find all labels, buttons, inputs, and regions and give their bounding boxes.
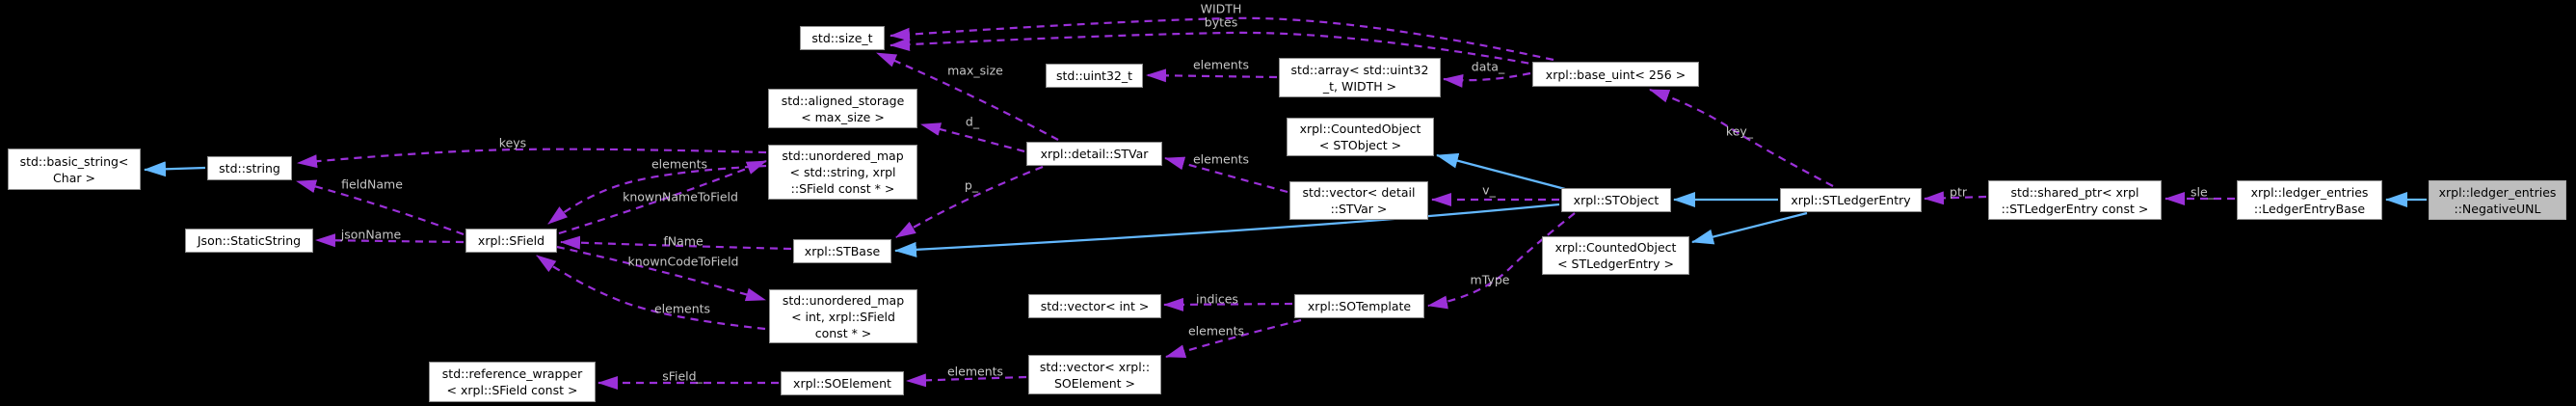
node-xrpl-countedobject-stobject[interactable]: xrpl::CountedObject< STObject > <box>1287 118 1434 156</box>
node-label-line: std::vector< int > <box>1040 299 1150 313</box>
edge-sfield-string-fieldname <box>296 179 465 236</box>
node-label-line: Json::StaticString <box>197 233 302 248</box>
node-label-line: std::array< std::uint32 <box>1290 62 1429 77</box>
node-label-line: xrpl::SOTemplate <box>1307 299 1412 313</box>
node-label-line: std::unordered_map <box>782 149 904 163</box>
node-xrpl-ledger-entries-negativeunl[interactable]: xrpl::ledger_entries::NegativeUNL <box>2429 180 2566 220</box>
edge-stvar-stbase-p <box>895 165 1044 238</box>
edge-baseuint-sizet-bytes <box>890 31 1543 68</box>
node-xrpl-base-uint-256[interactable]: xrpl::base_uint< 256 > <box>1532 62 1699 87</box>
node-label-line: xrpl::CountedObject <box>1554 240 1677 255</box>
node-label-line: std::vector< xrpl:: <box>1039 359 1151 374</box>
node-label-line: ::STVar > <box>1330 202 1388 216</box>
node-label-line: < max_size > <box>801 109 885 124</box>
edge-sfield-staticstring-jsonname <box>315 233 465 248</box>
node-label-line: xrpl::base_uint< 256 > <box>1545 67 1686 82</box>
edge-umapint-sfield-elements <box>536 255 766 331</box>
edge-stledgerentry-countedstle-inherit <box>1691 211 1808 245</box>
edge-stvar-sizet-maxsize <box>876 51 1059 141</box>
node-std-reference-wrapper[interactable]: std::reference_wrapper< xrpl::SField con… <box>429 362 596 402</box>
edge-vecstvar-stvar-elements <box>1164 156 1288 194</box>
edge-stobject-countedstobject-inherit <box>1436 152 1566 191</box>
node-xrpl-countedobject-stledgerentry[interactable]: xrpl::CountedObject< STLedgerEntry > <box>1542 236 1689 275</box>
node-label-line: xrpl::STObject <box>1573 193 1660 207</box>
node-std-unordered-map-string[interactable]: std::unordered_map< std::string, xrpl::S… <box>768 145 917 200</box>
edge-sfield-umapstr-knownnametofield <box>558 159 767 235</box>
node-label-line: < xrpl::SField const > <box>446 383 578 397</box>
edge-stbase-sfield-fname <box>560 235 792 251</box>
edge-stledgerentry-baseuint-key <box>1649 88 1834 187</box>
node-label-line: std::unordered_map <box>782 292 905 308</box>
edge-stobject-stbase-inherit <box>894 203 1560 257</box>
edge-umapstr-string-keys <box>297 148 767 169</box>
node-label-line: std::reference_wrapper <box>441 366 583 381</box>
node-label-line: xrpl::SField <box>477 233 545 248</box>
node-label-line: < int, xrpl::SField <box>791 309 895 324</box>
node-label-line: xrpl::STLedgerEntry <box>1791 193 1911 207</box>
node-label-line: xrpl::CountedObject <box>1299 122 1421 136</box>
node-label-line: ::STLedgerEntry const > <box>2001 201 2149 216</box>
node-xrpl-stledgerentry[interactable]: xrpl::STLedgerEntry <box>1780 188 1922 212</box>
node-std-vector-int[interactable]: std::vector< int > <box>1028 294 1161 318</box>
node-label-line: xrpl::SOElement <box>793 376 891 391</box>
node-xrpl-sotemplate[interactable]: xrpl::SOTemplate <box>1294 294 1424 318</box>
node-label-line: < std::string, xrpl <box>789 165 896 179</box>
edge-sotemplate-vecsoel-elements <box>1165 318 1302 359</box>
node-std-shared-ptr-stledgerentry[interactable]: std::shared_ptr< xrpl::STLedgerEntry con… <box>1988 180 2162 220</box>
node-label-line: xrpl::STBase <box>804 244 881 258</box>
node-std-aligned-storage[interactable]: std::aligned_storage< max_size > <box>768 89 917 128</box>
node-xrpl-detail-stvar[interactable]: xrpl::detail::STVar <box>1026 142 1162 166</box>
node-label-line: < STObject > <box>1318 138 1402 152</box>
node-std-basic-string[interactable]: std::basic_string<Char > <box>8 149 141 190</box>
edge-sotemplate-vecint-indices <box>1163 297 1293 311</box>
node-xrpl-stbase[interactable]: xrpl::STBase <box>793 239 891 263</box>
node-json-staticstring[interactable]: Json::StaticString <box>185 229 313 253</box>
node-label-line: std::uint32_t <box>1055 68 1133 83</box>
node-label-line: SOElement > <box>1054 375 1135 391</box>
edge-baseuint-sizet-width <box>890 16 1554 62</box>
edge-vecsoel-soelement-elements <box>906 373 1027 388</box>
edge-array-uint32-elements <box>1146 68 1278 83</box>
node-label-line: xrpl::ledger_entries <box>2250 184 2369 200</box>
node-std-string[interactable]: std::string <box>207 156 292 180</box>
node-xrpl-sfield[interactable]: xrpl::SField <box>465 229 557 253</box>
node-label-line: std::vector< detail <box>1302 185 1416 200</box>
node-label-line: ::NegativeUNL <box>2454 201 2541 216</box>
node-label-line: xrpl::detail::STVar <box>1040 147 1149 161</box>
node-label-line: ::LedgerEntryBase <box>2253 201 2366 216</box>
edge-stvar-alignedstorage-d <box>920 122 1025 153</box>
node-label-line: std::size_t <box>811 31 873 45</box>
node-label-line: std::shared_ptr< xrpl <box>2010 184 2139 200</box>
node-label-line: std::aligned_storage <box>781 93 905 108</box>
node-std-vector-soelement[interactable]: std::vector< xrpl::SOElement > <box>1028 355 1161 394</box>
node-xrpl-ledger-entries-ledgerentrybase[interactable]: xrpl::ledger_entries::LedgerEntryBase <box>2237 180 2382 220</box>
node-label-line: std::basic_string< <box>19 153 129 169</box>
edge-umapstr-sfield-elements <box>547 164 767 225</box>
node-label-line: ::SField const * > <box>790 181 895 196</box>
node-label-line: Char > <box>53 170 95 185</box>
node-xrpl-soelement[interactable]: xrpl::SOElement <box>781 371 904 395</box>
edge-baseuint-array-data <box>1443 71 1531 88</box>
node-label-line: _t, WIDTH > <box>1322 78 1397 94</box>
node-std-uint32-t[interactable]: std::uint32_t <box>1046 64 1143 88</box>
node-std-array-uint32-width[interactable]: std::array< std::uint32_t, WIDTH > <box>1279 58 1441 97</box>
node-label-line: xrpl::ledger_entries <box>2438 184 2557 200</box>
edge-sfield-umapint-knowncodetofield <box>556 245 766 302</box>
node-std-vector-detail-stvar[interactable]: std::vector< detail::STVar > <box>1289 181 1428 220</box>
node-std-size-t[interactable]: std::size_t <box>800 26 885 50</box>
node-label-line: std::string <box>219 161 280 176</box>
edge-stobject-sotemplate-mtype <box>1427 212 1576 310</box>
node-xrpl-stobject[interactable]: xrpl::STObject <box>1561 188 1671 212</box>
edge-string-basicstring-inherit <box>144 161 206 177</box>
node-label-line: < STLedgerEntry > <box>1557 257 1674 271</box>
node-label-line: const * > <box>814 325 872 340</box>
edge-sharedptr-stledgerentry-ptr <box>1924 191 1987 205</box>
